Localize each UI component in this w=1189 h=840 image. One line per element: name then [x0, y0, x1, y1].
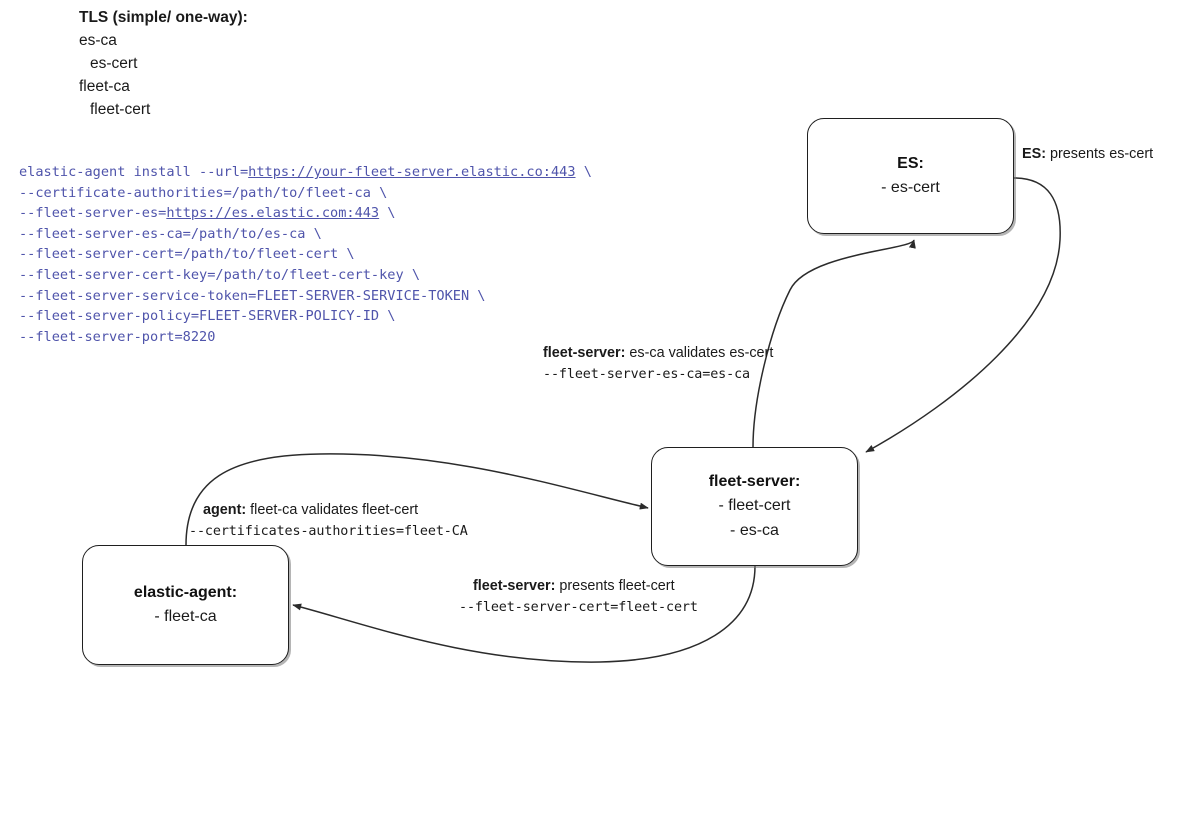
command-text: --fleet-server-cert=/path/to/fleet-cert …	[19, 246, 355, 263]
edge-label-flag: --fleet-server-es-ca=es-ca	[543, 367, 751, 382]
command-url-link[interactable]: https://your-fleet-server.elastic.co:443	[248, 164, 576, 180]
node-fleet-server[interactable]: fleet-server: - fleet-cert - es-ca	[651, 447, 858, 566]
edge-es-to-fleet	[865, 177, 1061, 453]
node-elastic-agent-line: - fleet-ca	[154, 608, 217, 625]
edge-label-es-presents: ES: presents es-cert	[1022, 144, 1153, 165]
edge-label-text: presents fleet-cert	[555, 578, 675, 594]
install-command-line: elastic-agent install --url=https://your…	[19, 162, 592, 183]
install-command-line: --fleet-server-cert-key=/path/to/fleet-c…	[19, 265, 592, 286]
node-es[interactable]: ES: - es-cert	[807, 118, 1014, 234]
edge-label-actor: ES:	[1022, 146, 1046, 162]
edge-label-actor: fleet-server:	[473, 578, 556, 594]
command-text: --fleet-server-es-ca=/path/to/es-ca \	[19, 225, 322, 242]
tls-note-line: fleet-cert	[90, 101, 151, 118]
command-text: --fleet-server-es=	[19, 205, 167, 222]
tls-note: TLS (simple/ one-way): es-ca es-cert fle…	[79, 6, 248, 121]
edge-label-agent-validates: agent: fleet-ca validates fleet-cert --c…	[189, 500, 468, 542]
install-command-line: --fleet-server-service-token=FLEET-SERVE…	[19, 286, 592, 307]
edge-agent-to-fleet	[185, 453, 649, 546]
command-url-link[interactable]: https://es.elastic.com:443	[166, 205, 380, 222]
edge-label-fleet-presents: fleet-server: presents fleet-cert --flee…	[459, 576, 698, 618]
edge-label-flag: --fleet-server-cert=fleet-cert	[459, 600, 698, 615]
command-text: --certificate-authorities=/path/to/fleet…	[19, 184, 388, 201]
edge-fleet-to-agent	[292, 565, 756, 663]
tls-note-line: fleet-ca	[79, 78, 130, 95]
command-text: --fleet-server-policy=FLEET-SERVER-POLIC…	[19, 308, 396, 325]
tls-note-title: TLS (simple/ one-way):	[79, 9, 248, 26]
install-command-line: --fleet-server-es-ca=/path/to/es-ca \	[19, 224, 592, 245]
node-fleet-server-line: - fleet-cert	[718, 497, 791, 514]
edge-label-fleet-validates: fleet-server: es-ca validates es-cert --…	[543, 343, 773, 385]
tls-note-line: es-cert	[90, 55, 138, 72]
node-fleet-server-line: - es-ca	[730, 522, 779, 539]
node-fleet-server-title: fleet-server:	[708, 473, 801, 490]
node-elastic-agent-title: elastic-agent:	[133, 584, 238, 601]
install-command-line: --fleet-server-policy=FLEET-SERVER-POLIC…	[19, 306, 592, 327]
edge-label-actor: fleet-server:	[543, 345, 626, 361]
install-command-line: --certificate-authorities=/path/to/fleet…	[19, 183, 592, 204]
node-elastic-agent[interactable]: elastic-agent: - fleet-ca	[82, 545, 289, 665]
edge-label-text: presents es-cert	[1046, 146, 1154, 162]
command-text: --fleet-server-service-token=FLEET-SERVE…	[19, 287, 486, 304]
edge-label-text: fleet-ca validates fleet-cert	[246, 502, 419, 518]
install-command-line: --fleet-server-port=8220	[19, 327, 592, 348]
command-text: elastic-agent install --url=	[19, 164, 249, 180]
edge-label-actor: agent:	[203, 502, 247, 518]
edge-label-text: es-ca validates es-cert	[625, 345, 774, 361]
install-command-line: --fleet-server-es=https://es.elastic.com…	[19, 203, 592, 224]
command-text: \	[575, 164, 592, 180]
tls-note-line: es-ca	[79, 32, 117, 49]
node-es-line: - es-cert	[881, 179, 940, 196]
command-text: --fleet-server-port=8220	[19, 328, 216, 345]
install-command-block: elastic-agent install --url=https://your…	[19, 162, 592, 347]
command-text: \	[379, 205, 396, 222]
install-command-line: --fleet-server-cert=/path/to/fleet-cert …	[19, 244, 592, 265]
edge-fleet-to-es	[752, 239, 916, 448]
node-es-title: ES:	[897, 155, 924, 172]
command-text: --fleet-server-cert-key=/path/to/fleet-c…	[19, 266, 421, 283]
edge-label-flag: --certificates-authorities=fleet-CA	[189, 524, 468, 539]
